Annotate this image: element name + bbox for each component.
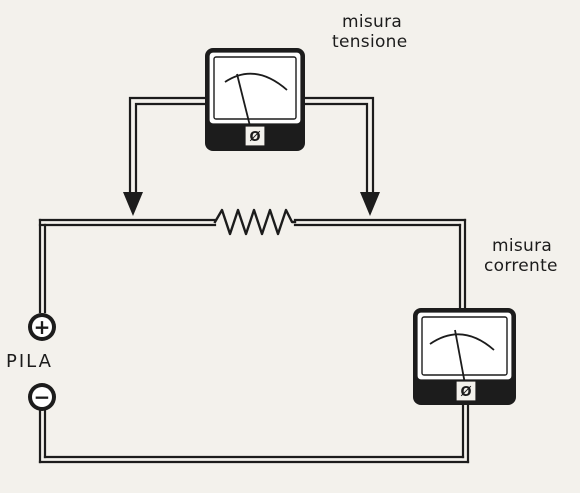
battery-positive-terminal: + (28, 313, 56, 341)
voltmeter-leads (128, 96, 375, 198)
ammeter-label: misura corrente (484, 236, 558, 276)
plus-symbol: + (34, 315, 51, 339)
minus-symbol: − (34, 385, 51, 409)
right-probe-arrow (360, 192, 380, 216)
voltmeter-needle (236, 73, 252, 131)
voltmeter: Ø (205, 48, 305, 151)
ammeter-scale (429, 333, 495, 351)
voltmeter-label: misura tensione (332, 12, 408, 52)
ammeter: Ø (413, 308, 516, 405)
battery-negative-terminal: − (28, 383, 56, 411)
ammeter-zero-mark: Ø (460, 385, 471, 400)
voltmeter-label-line2: tensione (332, 32, 408, 52)
ammeter-label-line1: misura (492, 236, 553, 256)
voltmeter-label-line1: misura (342, 12, 403, 32)
resistor (213, 208, 297, 236)
battery-label: PILA (6, 351, 53, 372)
voltmeter-scale (224, 72, 288, 91)
left-probe-arrow (123, 192, 143, 216)
ammeter-label-line2: corrente (484, 256, 558, 276)
voltmeter-zero-mark: Ø (249, 130, 260, 145)
circuit-wires (38, 218, 470, 464)
ammeter-needle (454, 329, 466, 385)
